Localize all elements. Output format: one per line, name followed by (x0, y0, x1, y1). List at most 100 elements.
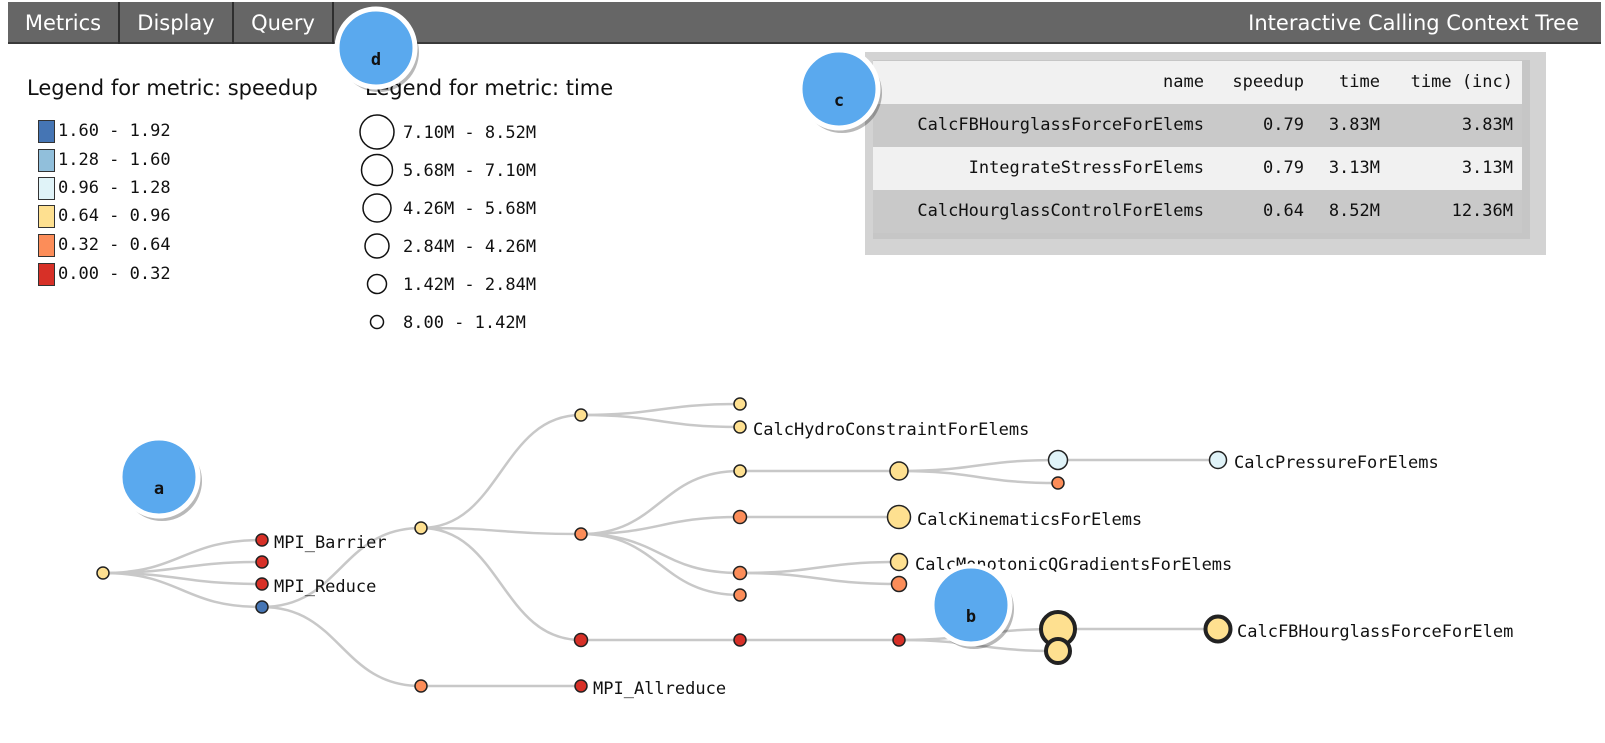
menu-bar: Metrics Display Query Interactive Callin… (8, 2, 1601, 44)
tree-node[interactable] (1051, 476, 1065, 490)
time-legend-label: 2.84M - 4.26M (403, 237, 537, 257)
column-header-speedup[interactable]: speedup (1232, 72, 1304, 92)
node-label-mpi-reduce: MPI_Reduce (274, 577, 376, 597)
badge-a: a (117, 435, 202, 521)
speedup-legend-item: 0.64 - 0.96 (38, 203, 171, 229)
badge-b: b (929, 563, 1014, 649)
tree-node-pressure[interactable] (1208, 450, 1228, 470)
time-legend-label: 8.00 - 1.42M (403, 313, 526, 333)
cell-speedup: 0.79 (1263, 115, 1304, 135)
time-legend-label: 7.10M - 8.52M (403, 123, 537, 143)
cell-time-inc: 3.83M (1461, 115, 1513, 135)
table-row[interactable]: CalcFBHourglassForceForElems 0.79 3.83M … (873, 104, 1522, 147)
node-label-pressure: CalcPressureForElems (1234, 453, 1439, 473)
time-legend-circle (366, 273, 388, 295)
tree-node-integrate-stress[interactable] (1044, 637, 1072, 665)
tree-node[interactable] (255, 600, 269, 614)
time-legend-circle (362, 193, 392, 223)
tree-node-monotonic-q[interactable] (889, 552, 909, 572)
tree-node-hydro-constraint[interactable] (733, 420, 747, 434)
tree-node[interactable] (414, 679, 428, 693)
tree-node[interactable] (732, 565, 748, 581)
legend-swatch (38, 176, 55, 200)
time-legend-title: Legend for metric: time (365, 76, 614, 100)
tree-node[interactable] (1047, 449, 1069, 471)
tree-link (420, 526, 582, 536)
tree-link (261, 605, 422, 688)
time-legend-circles (359, 114, 395, 330)
speedup-legend-item: 1.60 - 1.92 (38, 118, 171, 144)
speedup-legend-item: 1.28 - 1.60 (38, 147, 171, 173)
legend-range-label: 0.00 - 0.32 (58, 264, 171, 284)
tree-node[interactable] (892, 633, 906, 647)
node-label-monotonic-q: CalcMonotonicQGradientsForElems (915, 555, 1232, 575)
tree-node-mpi-reduce[interactable] (255, 577, 269, 591)
menu-query[interactable]: Query (234, 2, 334, 44)
tree-node[interactable] (255, 555, 269, 569)
legend-swatch (38, 119, 55, 143)
tree-link (580, 532, 741, 575)
cell-time-inc: 3.13M (1461, 158, 1513, 178)
tree-node-mpi-allreduce[interactable] (574, 679, 588, 693)
tree-node[interactable] (574, 527, 588, 541)
legend-swatch (38, 204, 55, 228)
column-header-time-inc[interactable]: time (inc) (1410, 72, 1513, 92)
legend-swatch (38, 148, 55, 172)
legend-range-label: 1.60 - 1.92 (58, 121, 171, 141)
tree-node[interactable] (733, 464, 747, 478)
svg-text:d: d (371, 50, 381, 70)
menu-display[interactable]: Display (120, 2, 234, 44)
badge-d: d (334, 6, 419, 92)
speedup-legend-item: 0.96 - 1.28 (38, 175, 171, 201)
node-label-mpi-barrier: MPI_Barrier (274, 533, 387, 553)
cell-speedup: 0.79 (1263, 158, 1304, 178)
column-header-name[interactable]: name (1163, 72, 1204, 92)
legend-range-label: 0.32 - 0.64 (58, 235, 171, 255)
tree-node[interactable] (96, 566, 110, 580)
tree-link (102, 571, 263, 609)
legend-swatch (38, 233, 55, 257)
tree-link (420, 526, 582, 642)
menu-metrics[interactable]: Metrics (8, 2, 120, 44)
column-header-time[interactable]: time (1339, 72, 1380, 92)
app-title: Interactive Calling Context Tree (1248, 11, 1579, 35)
node-label-fb-hourglass: CalcFBHourglassForceForElem (1237, 622, 1513, 642)
tree-node[interactable] (733, 397, 747, 411)
cell-time: 3.83M (1328, 115, 1380, 135)
tree-link (739, 560, 900, 575)
tree-link (739, 571, 900, 586)
tree-node[interactable] (889, 461, 909, 481)
time-legend-label: 4.26M - 5.68M (403, 199, 537, 219)
tree-node[interactable] (574, 408, 588, 422)
tree-node[interactable] (573, 632, 589, 648)
table-row[interactable]: IntegrateStressForElems 0.79 3.13M 3.13M (873, 147, 1522, 190)
legend-range-label: 1.28 - 1.60 (58, 150, 171, 170)
tree-link (580, 413, 741, 429)
tree-node[interactable] (414, 521, 428, 535)
tree-link (898, 469, 1059, 485)
cell-name: CalcFBHourglassForceForElems (917, 115, 1204, 135)
tree-node[interactable] (733, 633, 747, 647)
tree-node-kinematics[interactable] (886, 504, 912, 530)
tree-link (580, 402, 741, 417)
tree-node[interactable] (890, 575, 908, 593)
tree-node[interactable] (732, 509, 748, 525)
svg-text:b: b (966, 607, 976, 627)
speedup-legend-item: 0.32 - 0.64 (38, 232, 171, 258)
table-row[interactable]: CalcHourglassControlForElems 0.64 8.52M … (873, 190, 1522, 233)
node-label-kinematics: CalcKinematicsForElems (917, 510, 1142, 530)
cell-time-inc: 12.36M (1451, 201, 1513, 221)
node-label-hydro-constraint: CalcHydroConstraintForElems (753, 420, 1029, 440)
tree-node-mpi-barrier[interactable] (255, 533, 269, 547)
speedup-legend-title: Legend for metric: speedup (27, 76, 318, 100)
tree-link (580, 469, 741, 536)
legend-range-label: 0.96 - 1.28 (58, 178, 171, 198)
cell-speedup: 0.64 (1263, 201, 1304, 221)
time-legend-label: 1.42M - 2.84M (403, 275, 537, 295)
tree-node[interactable] (733, 588, 747, 602)
tree-node-fb-hourglass[interactable] (1203, 614, 1233, 644)
tree-nodes (96, 397, 1233, 693)
time-legend-circle (360, 153, 394, 187)
tree-labels: MPI_Barrier MPI_Reduce MPI_Allreduce Cal… (274, 420, 1513, 699)
time-legend-circle (359, 114, 395, 150)
